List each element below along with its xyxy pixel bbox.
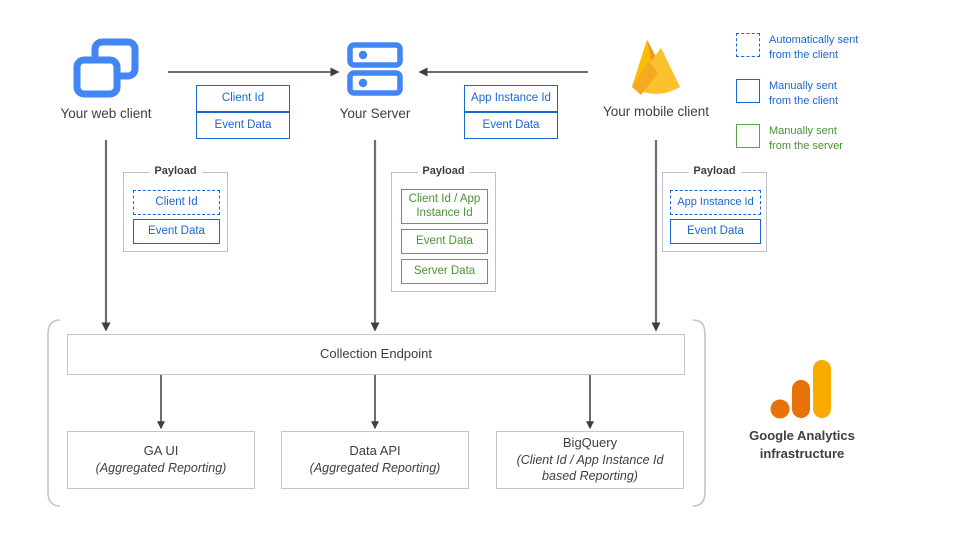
node-server-label: Your Server [339,106,411,121]
legend-line2-manual-client: from the client [769,94,839,107]
firebase-flame-icon [586,32,726,104]
infrastructure-caption-line1: Google Analytics [749,428,855,443]
infrastructure-block: Google Analytics infrastructure [712,358,892,462]
legend-line2-manual-server: from the server [769,140,843,153]
legend-line2-automatic: from the client [769,48,839,61]
infrastructure-caption-line2: infrastructure [759,445,845,461]
output-box-bigquery[interactable]: BigQuery (Client Id / App Instance Id ba… [496,431,684,489]
payload-server: Payload Client Id / App Instance Id Even… [391,165,496,292]
payload-server-item-server-data: Server Data [401,259,488,284]
output-box-data-api[interactable]: Data API (Aggregated Reporting) [281,431,469,489]
node-mobile-client[interactable]: Your mobile client [586,32,726,119]
infrastructure-bracket-right [692,319,706,507]
legend: Automatically sent from the client Manua… [736,33,946,154]
output-bigquery-title: BigQuery [562,435,618,451]
payload-mobile-item-app-instance-id: App Instance Id [670,190,761,215]
output-bigquery-subtitle: (Client Id / App Instance Id based Repor… [516,453,664,484]
payload-web-client: Payload Client Id Event Data [123,165,228,252]
output-ga-ui-subtitle: (Aggregated Reporting) [95,461,227,476]
output-data-api-subtitle: (Aggregated Reporting) [309,461,441,476]
google-analytics-logo [712,358,892,420]
payload-server-item-ids: Client Id / App Instance Id [401,189,488,224]
payload-web-item-event-data: Event Data [133,219,220,244]
payload-server-item-event-data: Event Data [401,229,488,254]
transfer-chip-mobile-event-data: Event Data [464,112,558,139]
node-web-client[interactable]: Your web client [46,36,166,121]
legend-item-manual-client: Manually sent from the client [736,78,946,109]
collection-endpoint-box[interactable]: Collection Endpoint [67,334,685,375]
node-web-client-label: Your web client [60,106,152,121]
legend-swatch-dashed-icon [736,33,760,57]
browser-windows-icon [46,36,166,102]
node-mobile-client-label: Your mobile client [602,104,710,119]
transfer-chip-web-client-id: Client Id [196,85,290,112]
legend-item-automatic-client: Automatically sent from the client [736,33,946,63]
legend-swatch-solid-green-icon [736,124,760,149]
payload-web-title: Payload [149,165,202,177]
infrastructure-bracket-left [47,319,61,507]
payload-mobile-title: Payload [688,165,741,177]
output-box-ga-ui[interactable]: GA UI (Aggregated Reporting) [67,431,255,489]
collection-endpoint-label: Collection Endpoint [319,346,433,362]
payload-mobile-client: Payload App Instance Id Event Data [662,165,767,252]
payload-server-title: Payload [417,165,470,177]
legend-text-manual-server: Manually sent from the server [769,124,843,154]
transfer-chip-mobile-app-instance-id: App Instance Id [464,85,558,112]
payload-mobile-item-event-data: Event Data [670,219,761,244]
legend-swatch-solid-blue-icon [736,78,760,103]
legend-text-manual-client: Manually sent from the client [769,79,838,109]
legend-line1-automatic: Automatically sent [769,34,859,46]
server-racks-icon [315,36,435,102]
legend-item-manual-server: Manually sent from the server [736,124,946,154]
legend-line1-manual-client: Manually sent [769,79,837,92]
transfer-chip-web-event-data: Event Data [196,112,290,139]
legend-text-automatic-client: Automatically sent from the client [769,33,858,63]
payload-web-item-client-id: Client Id [133,190,220,215]
output-ga-ui-title: GA UI [143,443,179,459]
node-server[interactable]: Your Server [315,36,435,121]
output-data-api-title: Data API [349,443,401,459]
legend-line1-manual-server: Manually sent [769,125,837,138]
